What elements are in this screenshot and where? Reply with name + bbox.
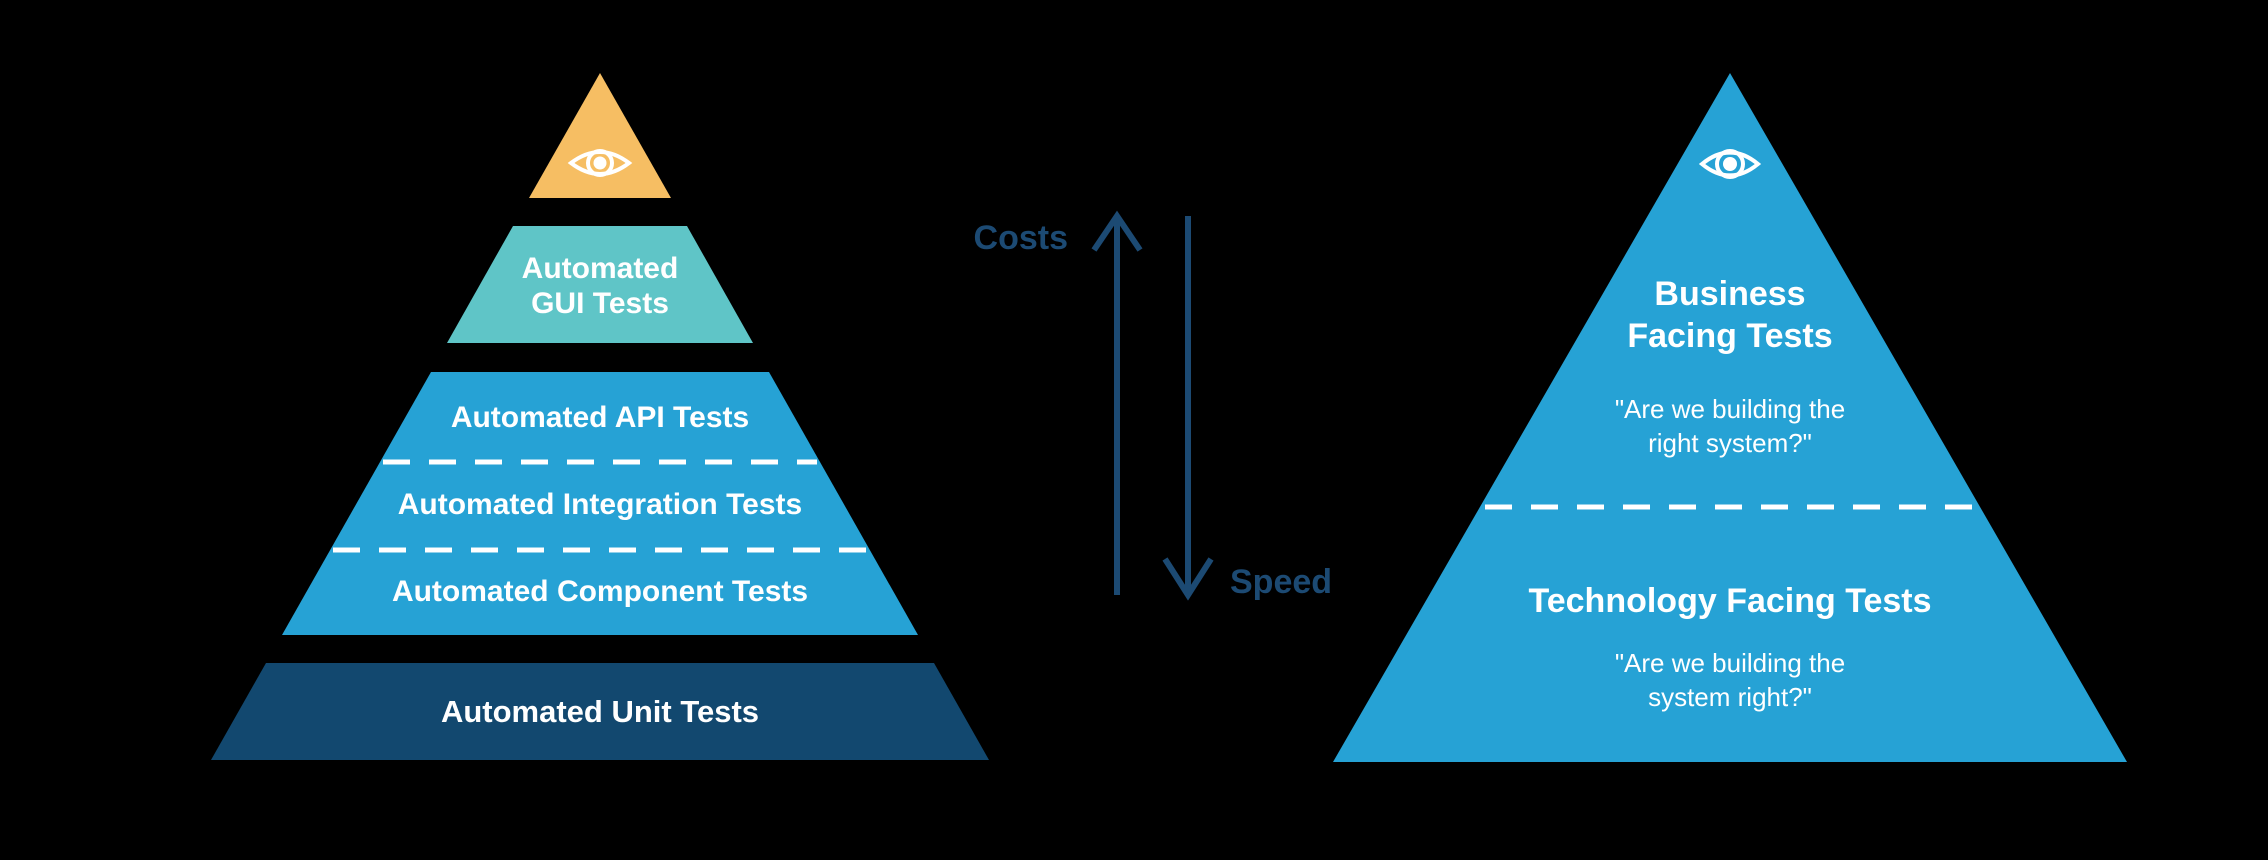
eye-iris-shape [586,149,614,177]
unit-tests-layer [211,663,989,760]
unit-tests-label: Automated Unit Tests [441,694,759,729]
business-facing-quote-line2: right system?" [1648,428,1812,458]
down-arrow-head [1162,557,1214,601]
costs-label: Costs [974,219,1068,257]
gui-tests-label-line1: Automated [522,252,679,285]
technology-facing-quote-line2: system right?" [1648,682,1812,712]
eye-outline-shape [567,150,633,176]
technology-facing-title: Technology Facing Tests [1528,582,1931,620]
eye-pupil-shape [593,156,607,170]
business-facing-title-line1: Business [1654,275,1805,313]
up-arrow-head [1091,210,1143,252]
gui-tests-label-line2: GUI Tests [531,287,669,320]
technology-facing-quote-line1: "Are we building the [1615,648,1845,678]
speed-down-arrow [1162,216,1214,601]
gui-tests-layer [447,226,753,343]
business-technology-pyramid: Business Facing Tests "Are we building t… [1333,73,2127,762]
eye-icon [1698,149,1762,179]
business-facing-title-line2: Facing Tests [1627,317,1832,355]
integration-tests-label: Automated Integration Tests [398,488,802,521]
component-tests-label: Automated Component Tests [392,575,808,608]
costs-up-arrow [1091,210,1143,595]
api-tests-label: Automated API Tests [451,401,749,434]
business-facing-quote-line1: "Are we building the [1615,394,1845,424]
apex-triangle [529,73,671,198]
automation-pyramid: Automated GUI Tests Automated API Tests … [211,73,989,760]
speed-label: Speed [1230,563,1332,601]
eye-iris-shape [1715,149,1745,179]
mid-tests-layer [282,372,918,635]
right-pyramid-shape [1333,73,2127,762]
eye-pupil-shape [1723,157,1737,171]
costs-speed-axis: Costs Speed [974,210,1332,601]
eye-icon [567,149,633,177]
